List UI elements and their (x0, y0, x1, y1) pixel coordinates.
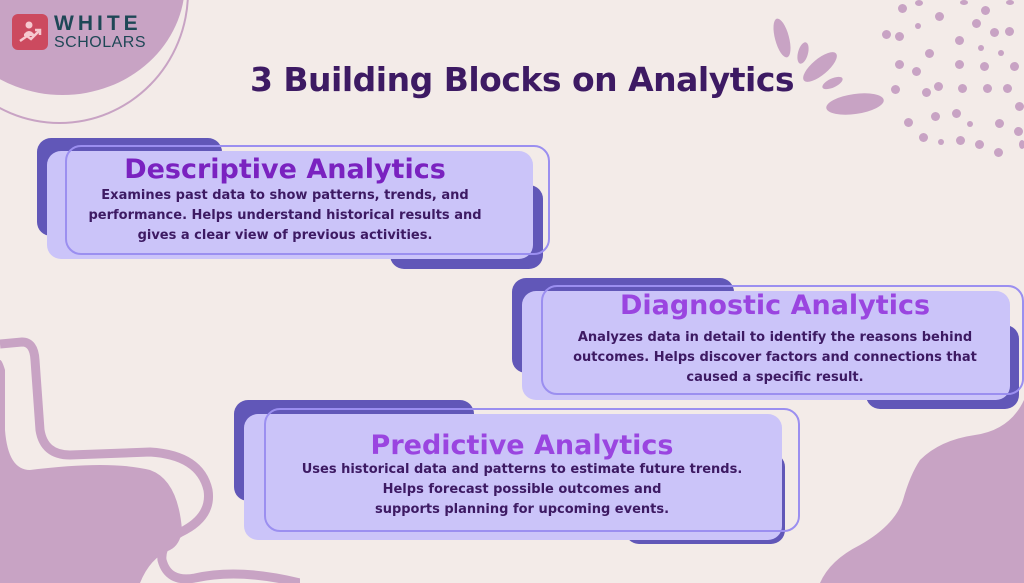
card-description: Analyzes data in detail to identify the … (540, 328, 1010, 388)
card-fill (522, 291, 1010, 400)
brand-line1: WHITE (54, 12, 142, 35)
brand-wordmark: WHITE SCHOLARS (54, 13, 146, 51)
card-description: Uses historical data and patterns to est… (262, 460, 782, 520)
card-line: caused a specific result. (686, 370, 864, 386)
card-title: Predictive Analytics (370, 430, 674, 461)
card-title: Diagnostic Analytics (619, 290, 931, 321)
brand-logo[interactable]: WHITE SCHOLARS (12, 13, 146, 51)
card-line: Uses historical data and patterns to est… (301, 462, 743, 478)
card-outline (541, 285, 1024, 395)
card-fill (244, 414, 782, 540)
person-growth-arrow-icon (12, 14, 48, 50)
card-description: Examines past data to show patterns, tre… (65, 186, 505, 246)
card-line: Helps forecast possible outcomes and (382, 482, 662, 498)
card-outline (65, 145, 550, 255)
page-title: 3 Building Blocks on Analytics (249, 60, 795, 99)
card-line: outcomes. Helps discover factors and con… (573, 350, 977, 366)
decorative-wave-bottom-left (0, 337, 300, 583)
card-outline (264, 408, 800, 532)
card-line: performance. Helps understand historical… (88, 208, 482, 224)
brand-line2: SCHOLARS (54, 34, 147, 51)
card-line: supports planning for upcoming events. (374, 502, 670, 518)
decorative-blob-bottom-right (820, 400, 1024, 583)
card-line: Examines past data to show patterns, tre… (101, 188, 469, 204)
card-title: Descriptive Analytics (124, 154, 446, 185)
card-line: Analyzes data in detail to identify the … (577, 330, 973, 346)
card-line: gives a clear view of previous activitie… (137, 228, 433, 244)
card-fill (47, 151, 533, 259)
